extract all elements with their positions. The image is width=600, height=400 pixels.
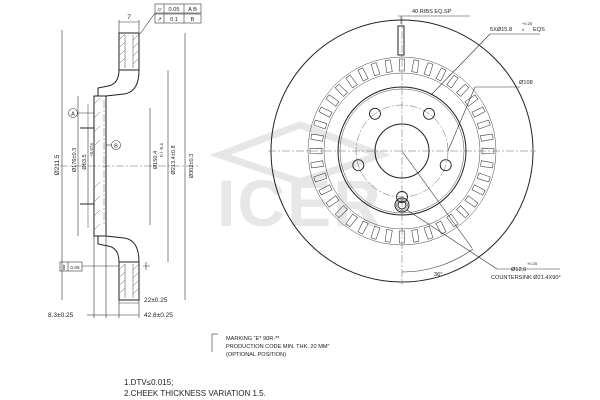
ventilation-rib <box>334 83 348 97</box>
ventilation-rib <box>435 220 447 235</box>
ventilation-rib <box>345 74 358 89</box>
dim-dia-176: Ø176±0.3 <box>72 148 78 173</box>
ribs-label: 40 RIBS EQ.SP <box>412 9 452 15</box>
ventilation-rib <box>310 133 324 142</box>
ventilation-rib <box>476 172 491 183</box>
flatness-symbol-icon: ⏥ <box>157 7 162 13</box>
bolt-holes-tol-upper: +0.25 <box>522 21 533 26</box>
footer-note-2: 2.CHEEK THICKNESS VARIATION 1.5. <box>124 389 266 398</box>
ventilation-rib <box>446 213 459 228</box>
bolt-hole <box>439 159 452 172</box>
ventilation-rib <box>480 160 494 169</box>
ventilation-rib <box>471 106 486 118</box>
ventilation-rib <box>384 229 393 243</box>
ventilation-rib <box>345 213 358 228</box>
dim-dia-150-tol: 0 / -0.4 <box>159 143 164 157</box>
marking-line-3: (OPTIONAL POSITION) <box>226 352 286 358</box>
dim-dia-213: Ø213.4±0.8 <box>171 145 177 174</box>
bolt-hole <box>423 107 435 120</box>
brand-watermark: ICER <box>209 121 391 240</box>
dim-8-3: 8.3±0.25 <box>48 312 74 319</box>
runout-symbol-icon: ↗ <box>157 17 162 23</box>
parallelism-symbol-icon: ∥ <box>63 264 66 271</box>
bolt-hole <box>369 107 381 120</box>
ventilation-rib <box>357 67 369 82</box>
pin-hole-label: Ø12.6 <box>511 267 526 273</box>
datum-a-label: A <box>71 112 75 118</box>
ventilation-rib <box>464 195 479 208</box>
dim-dia-63: Ø63.5 <box>82 154 88 169</box>
countersink-label: COUNTERSINK Ø21.4X90° <box>491 275 561 281</box>
dim-dia-211-5: Ø211.5 <box>54 154 61 175</box>
ventilation-rib <box>411 229 420 243</box>
ventilation-ribs <box>309 58 495 244</box>
ventilation-rib <box>325 94 340 107</box>
pcd-label: Ø108 <box>519 80 533 86</box>
ventilation-rib <box>435 67 447 82</box>
flatness-datum: A B <box>188 7 197 13</box>
ventilation-rib <box>471 184 486 196</box>
angle-label: 36° <box>434 272 442 278</box>
ventilation-rib <box>318 106 333 118</box>
bolt-hole <box>352 159 365 172</box>
footer-note-1: 1.DTV≤0.015; <box>124 378 173 387</box>
ventilation-rib <box>456 83 470 97</box>
flatness-tolerance: 0.05 <box>169 7 180 13</box>
ventilation-rib <box>481 147 495 155</box>
dim-22: 22±0.25 <box>144 297 168 304</box>
dim-dia-150: Ø150.4 <box>153 151 159 169</box>
dim-42-6: 42.6±0.25 <box>144 312 173 319</box>
section-view: 7 ⏥ 0.05 A B ↗ 0.1 B Ø211.5 Ø176±0.3 Ø63… <box>48 3 202 319</box>
pin-hole-tol: +0.25 <box>527 261 538 266</box>
ventilation-rib <box>313 172 328 183</box>
bolt-holes-tol-lower: 0 <box>522 27 525 32</box>
ventilation-rib <box>456 205 470 219</box>
datum-b-label: B <box>114 144 118 150</box>
ventilation-rib <box>411 59 420 73</box>
watermark-logo-text: ICER <box>217 166 383 240</box>
dim-dia-302: Ø302±0.3 <box>189 154 195 179</box>
ventilation-rib <box>480 133 494 142</box>
ventilation-rib <box>318 184 333 196</box>
bolt-holes <box>352 107 452 203</box>
dim-top-width: 7 <box>127 14 131 21</box>
ventilation-rib <box>476 119 491 130</box>
bolt-holes-spacing: EQS <box>533 27 545 33</box>
ventilation-rib <box>464 94 479 107</box>
ventilation-rib <box>446 74 459 89</box>
ventilation-rib <box>423 62 434 77</box>
ventilation-rib <box>370 62 381 77</box>
ventilation-rib <box>310 160 324 169</box>
marking-line-2: PRODUCTION CODE MIN. THK. 20 MM” <box>226 344 330 350</box>
runout-tolerance: 0.1 <box>170 17 178 23</box>
bolt-hole <box>396 191 408 203</box>
ventilation-rib <box>398 230 406 244</box>
marking-line-1: MARKING “E* 90R-** <box>226 336 280 342</box>
dim-dia-63-tol: +0.074 <box>89 143 94 157</box>
ventilation-rib <box>313 119 328 130</box>
marking-note: MARKING “E* 90R-** PRODUCTION CODE MIN. … <box>211 333 330 358</box>
face-view: 40 RIBS EQ.SP 5XØ15.8 +0.25 0 EQS Ø108 3… <box>268 9 561 285</box>
runout-datum: B <box>191 17 195 23</box>
ventilation-rib <box>334 205 348 219</box>
ventilation-rib <box>398 58 406 72</box>
parallelism-tolerance: 0.05 <box>70 265 80 271</box>
ventilation-rib <box>309 147 323 155</box>
ventilation-rib <box>423 225 434 240</box>
ventilation-rib <box>357 220 369 235</box>
ventilation-rib <box>325 195 340 208</box>
bolt-holes-label: 5XØ15.8 <box>490 27 512 33</box>
ventilation-rib <box>370 225 381 240</box>
ventilation-rib <box>384 59 393 73</box>
